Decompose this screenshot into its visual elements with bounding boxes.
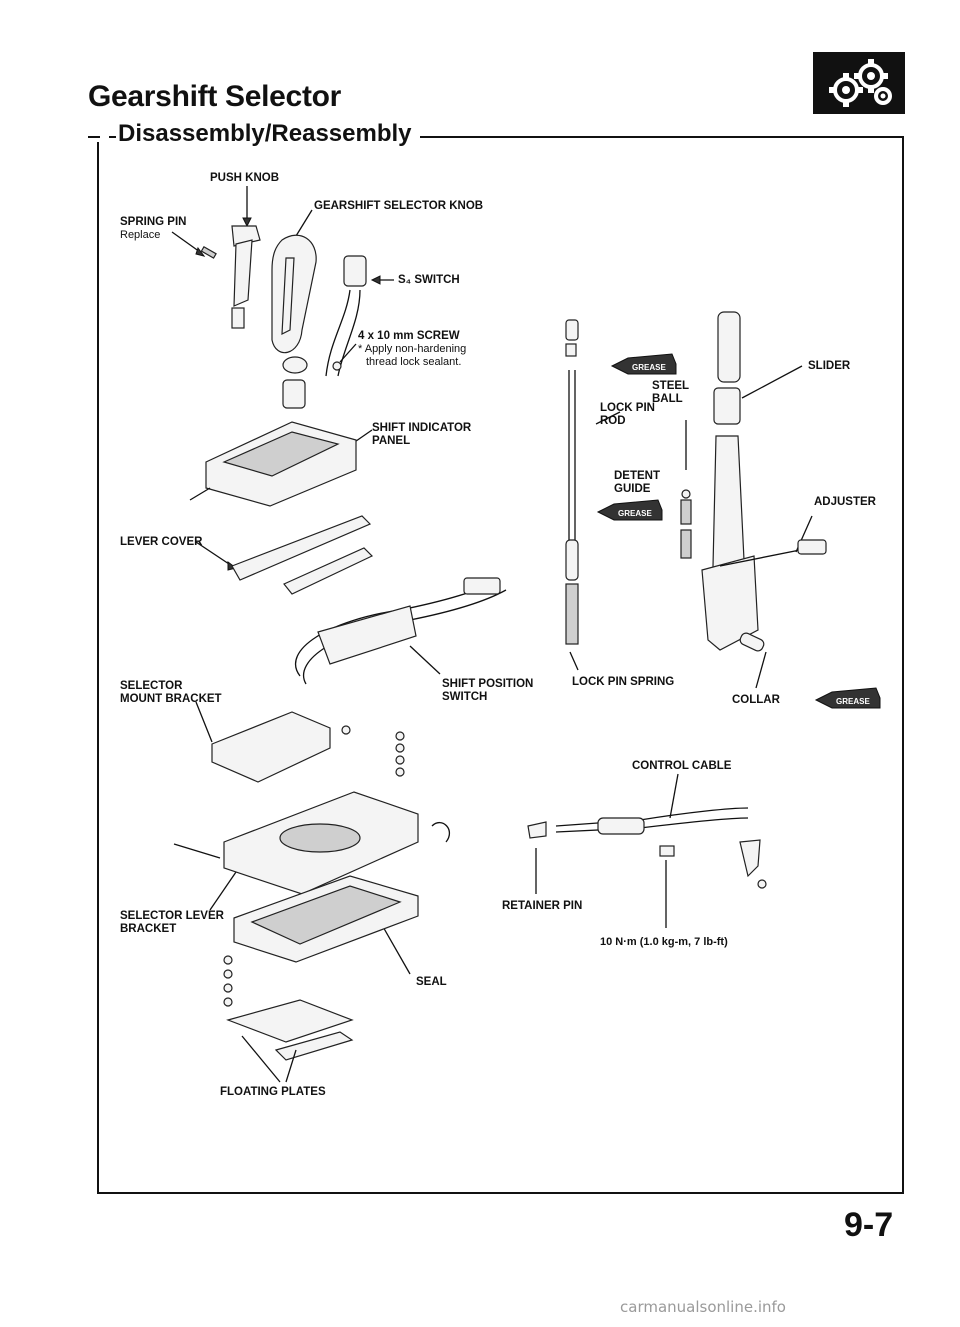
spring-pin-part <box>171 231 217 259</box>
frame-tick <box>88 136 100 138</box>
shift-indicator-panel-label: SHIFT INDICATOR PANEL <box>372 422 471 448</box>
seal-label: SEAL <box>416 976 447 988</box>
diagram-frame <box>97 136 904 1194</box>
grease-label-1: GREASE <box>632 363 666 372</box>
grease-label-2: GREASE <box>618 509 652 518</box>
push-knob-label: PUSH KNOB <box>210 172 280 184</box>
seal-part <box>233 875 419 975</box>
retainer-pin-label: RETAINER PIN <box>502 900 583 912</box>
lock-pin-rod-label-1: LOCK PIN <box>600 402 655 414</box>
control-cable-label: CONTROL CABLE <box>632 760 732 772</box>
detent-guide-label-1: DETENT <box>614 470 660 482</box>
steel-ball-label: STEEL BALL <box>652 380 689 406</box>
lever-cover-label: LEVER COVER <box>120 536 203 548</box>
control-cable-part <box>527 773 767 928</box>
selector-mount-bracket-part <box>195 701 351 783</box>
screw-part <box>332 343 357 371</box>
section-subtitle: Disassembly/Reassembly <box>116 120 420 148</box>
spring-pin-label-text: SPRING PIN <box>120 216 187 228</box>
steel-ball-label-1: STEEL <box>652 380 690 392</box>
selector-lever-bracket-label: SELECTOR LEVER BRACKET <box>120 910 224 936</box>
screw-label: 4 x 10 mm SCREW * Apply non-hardening th… <box>358 330 466 369</box>
selector-lever-bracket-label-2: BRACKET <box>120 923 177 935</box>
selector-lever-bracket-label-1: SELECTOR LEVER <box>120 910 224 922</box>
selector-lever-bracket-part <box>173 791 451 911</box>
shift-position-switch-part <box>294 577 507 685</box>
screw-label-text: 4 x 10 mm SCREW <box>358 330 460 342</box>
shift-position-switch-label-2: SWITCH <box>442 691 488 703</box>
grease-tubes <box>596 353 881 709</box>
adjuster-label: ADJUSTER <box>814 496 876 508</box>
collar-label: COLLAR <box>732 694 780 706</box>
frame-gap <box>97 132 109 142</box>
detent-guide-part <box>680 420 692 559</box>
lock-pin-rod-label-2: ROD <box>600 415 626 427</box>
lock-pin-rod-label: LOCK PIN ROD <box>600 402 655 428</box>
watermark-text: carmanualsonline.info <box>620 1298 786 1316</box>
detent-guide-label: DETENT GUIDE <box>614 470 660 496</box>
collar-part <box>739 632 767 689</box>
spring-pin-note: Replace <box>120 229 161 241</box>
s4-switch-part <box>325 255 394 377</box>
s4-switch-label: S₄ SWITCH <box>398 274 460 286</box>
floating-plates-label: FLOATING PLATES <box>220 1086 326 1098</box>
shift-position-switch-label: SHIFT POSITION SWITCH <box>442 678 533 704</box>
gearshift-selector-knob-part <box>271 209 317 409</box>
shift-indicator-panel-label-2: PANEL <box>372 435 411 447</box>
steel-ball-label-2: BALL <box>652 393 683 405</box>
shift-position-switch-label-1: SHIFT POSITION <box>442 678 534 690</box>
selector-mount-bracket-label-2: MOUNT BRACKET <box>120 693 222 705</box>
bolt-stack-part <box>395 731 405 777</box>
push-knob-part <box>231 186 261 329</box>
gearshift-selector-knob-label: GEARSHIFT SELECTOR KNOB <box>314 200 484 212</box>
screw-note-2: thread lock sealant. <box>366 356 462 368</box>
selector-mount-bracket-label: SELECTOR MOUNT BRACKET <box>120 680 222 706</box>
screw-note-1: * Apply non-hardening <box>358 343 467 355</box>
spring-pin-label: SPRING PIN Replace <box>120 216 186 242</box>
slider-label: SLIDER <box>808 360 851 372</box>
lock-pin-rod-part <box>565 319 621 671</box>
shift-indicator-panel-label-1: SHIFT INDICATOR <box>372 422 472 434</box>
page-number: 9-7 <box>844 1206 894 1244</box>
lever-cover-part <box>195 515 374 595</box>
lock-pin-spring-label: LOCK PIN SPRING <box>572 676 675 688</box>
slider-column-part <box>701 311 827 651</box>
selector-mount-bracket-label-1: SELECTOR <box>120 680 183 692</box>
gearshift-gears-icon <box>813 52 905 114</box>
floating-plates-part <box>223 955 354 1083</box>
page-title: Gearshift Selector <box>88 80 342 113</box>
torque-spec-label: 10 N·m (1.0 kg-m, 7 lb-ft) <box>600 936 728 948</box>
detent-guide-label-2: GUIDE <box>614 483 651 495</box>
shift-indicator-panel-part <box>189 421 373 507</box>
grease-label-3: GREASE <box>836 697 870 706</box>
